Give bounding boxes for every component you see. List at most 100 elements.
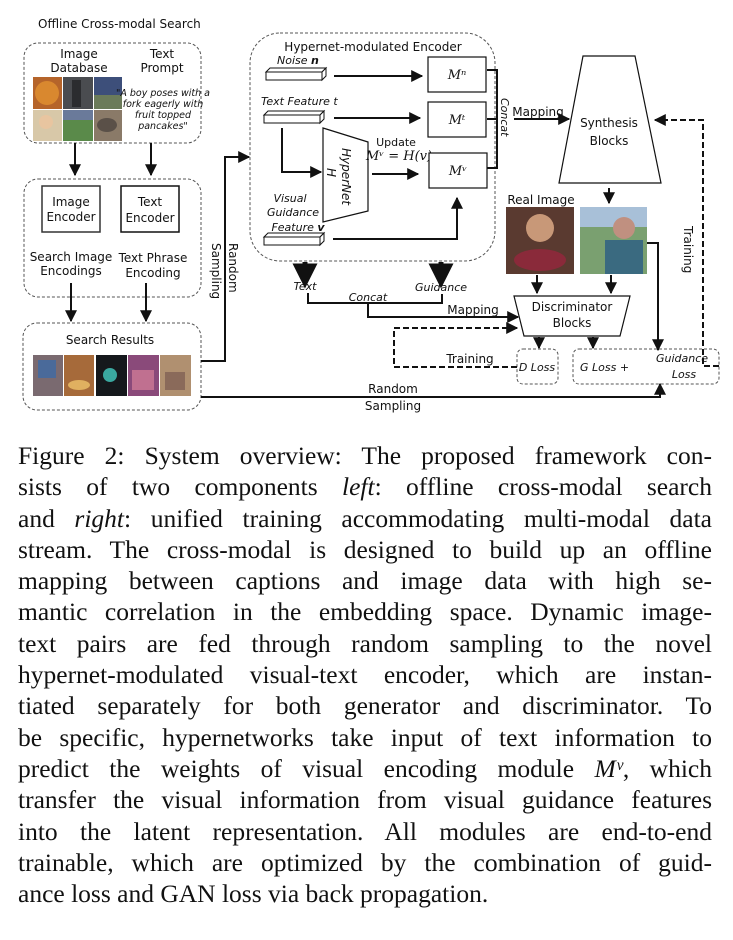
text-encoder-label-2: Encoder bbox=[125, 211, 174, 225]
synthesis-blocks bbox=[558, 55, 662, 184]
caption-line: text pairs are fed through random sampli… bbox=[18, 628, 712, 658]
guidance-loss-label: Guidance bbox=[656, 352, 708, 365]
db-thumb-child-portrait-detail bbox=[39, 115, 53, 129]
caption-line: and right: unified training accommodatin… bbox=[18, 503, 712, 533]
module-mv-label: Mᵛ bbox=[448, 164, 467, 179]
hypernet-var: H bbox=[324, 168, 338, 177]
visual-guidance-label-2: Guidance bbox=[267, 206, 319, 219]
module-mv bbox=[428, 152, 488, 189]
db-thumb-clock-tower-detail bbox=[72, 80, 81, 107]
input-group-box bbox=[23, 42, 202, 144]
visual-guidance-label-3: Feature v bbox=[271, 221, 325, 234]
search-results-box bbox=[22, 322, 202, 411]
text-phrase-encoding-label-2: Encoding bbox=[125, 266, 180, 280]
result-thumb-4-detail bbox=[132, 370, 154, 390]
visual-feature-vector-icon bbox=[262, 231, 326, 247]
g-loss-box bbox=[572, 348, 720, 385]
update-label: Update bbox=[376, 136, 416, 149]
module-mt bbox=[427, 101, 487, 138]
text-feature-vector-icon bbox=[262, 109, 326, 125]
text-prompt-line-2: fork eagerly with bbox=[123, 99, 203, 110]
d-loss-label: D Loss bbox=[519, 361, 556, 374]
caption-line: be specific, hypernetworks take input of… bbox=[18, 722, 712, 752]
caption-line: tiated separately for both generator and… bbox=[18, 691, 712, 721]
image-encoder-box bbox=[41, 185, 101, 233]
caption-line: sists of two components left: offline cr… bbox=[18, 472, 712, 502]
g-training-label: Training bbox=[681, 225, 695, 273]
discriminator-label-2: Blocks bbox=[553, 316, 592, 330]
text-encoder-label: Text bbox=[137, 195, 163, 209]
text-encoder-box bbox=[120, 185, 180, 233]
search-image-encodings-label-2: Encodings bbox=[40, 264, 102, 278]
hypernet-label: HyperNet bbox=[339, 148, 353, 206]
bottom-concat-label: Concat bbox=[349, 291, 388, 304]
caption-line: predict the weights of visual encoding m… bbox=[18, 753, 712, 783]
visual-feature-to-mv-arrow bbox=[333, 196, 463, 240]
concat-label: Concat bbox=[498, 98, 511, 137]
caption-line: ance loss and GAN loss via back propagat… bbox=[18, 879, 489, 909]
disc-mapping-label: Mapping bbox=[447, 303, 499, 317]
module-mn-label: Mⁿ bbox=[447, 68, 467, 83]
search-image-encodings-label: Search Image bbox=[30, 250, 113, 264]
caption-line: mantic correlation in the embedding spac… bbox=[18, 597, 712, 627]
text-prompt-line-4: pancakes" bbox=[137, 121, 188, 132]
text-prompt-line-3: fruit topped bbox=[135, 110, 192, 121]
guidance-output-label: Guidance bbox=[415, 281, 467, 294]
result-thumb-5-detail bbox=[165, 372, 185, 390]
image-database-grid bbox=[33, 77, 122, 141]
system-overview-diagram: Offline Cross-modal Search Image Databas… bbox=[22, 17, 720, 413]
db-thumb-elephant-detail bbox=[97, 118, 117, 132]
search-results-label: Search Results bbox=[66, 333, 154, 347]
figure-caption: Figure 2: System overview: The proposed … bbox=[18, 440, 712, 909]
caption-line: transfer the visual information from vis… bbox=[18, 785, 712, 815]
random-sampling-path-bottom bbox=[201, 382, 666, 398]
encoder-group-box bbox=[23, 178, 202, 298]
discriminator-blocks bbox=[513, 295, 631, 337]
random-sampling-bottom-label-2: Sampling bbox=[365, 399, 421, 413]
text-feature-to-hypernet-arrow bbox=[281, 128, 323, 178]
noise-vector-icon bbox=[264, 66, 328, 82]
caption-line: Figure 2: System overview: The proposed … bbox=[18, 441, 712, 470]
real-image-label: Real Image bbox=[507, 193, 574, 207]
bottom-concat-bracket bbox=[307, 293, 443, 304]
search-results-thumbnails bbox=[33, 355, 191, 396]
random-sampling-vertical-label: Random bbox=[226, 243, 240, 293]
caption-line: mapping between captions and image data … bbox=[18, 566, 712, 596]
fake-to-guidance-loss-arrow bbox=[647, 242, 664, 352]
guidance-loss-label-2: Loss bbox=[672, 368, 697, 381]
image-encoder-label: Image bbox=[52, 195, 90, 209]
caption-line: trainable, which are optimized by the co… bbox=[18, 847, 712, 877]
discriminator-label: Discriminator bbox=[532, 300, 613, 314]
result-thumb-2-detail bbox=[68, 380, 90, 390]
left-panel-title: Offline Cross-modal Search bbox=[38, 17, 201, 31]
db-thumb-pizza-detail bbox=[35, 81, 59, 105]
synthesis-label-2: Blocks bbox=[590, 134, 629, 148]
g-loss-label: G Loss + bbox=[580, 361, 629, 374]
generated-image-thumbnail bbox=[580, 207, 647, 274]
gen-mapping-label: Mapping bbox=[512, 105, 564, 119]
visual-guidance-label-1: Visual bbox=[273, 192, 306, 205]
text-prompt-label-2: Prompt bbox=[140, 61, 183, 75]
result-thumb-1-detail bbox=[38, 360, 56, 378]
caption-line: into the latent representation. All modu… bbox=[18, 816, 712, 846]
hypernet-block bbox=[322, 127, 369, 223]
random-sampling-path-up bbox=[201, 151, 251, 362]
text-output-label: Text bbox=[294, 280, 318, 293]
module-mn bbox=[427, 56, 487, 93]
db-thumb-soccer-field-sky bbox=[63, 110, 93, 120]
d-training-label: Training bbox=[445, 352, 493, 366]
g-training-path bbox=[653, 114, 719, 367]
caption-line: hypernet-modulated visual-text encoder, … bbox=[18, 660, 712, 690]
image-encoder-label-2: Encoder bbox=[46, 210, 95, 224]
noise-label: Noise n bbox=[277, 54, 319, 67]
db-thumb-baseball-crowd-detail bbox=[94, 95, 122, 109]
encoder-title: Hypernet-modulated Encoder bbox=[284, 40, 461, 54]
text-feature-label: Text Feature t bbox=[261, 95, 338, 108]
image-database-label-2: Database bbox=[50, 61, 107, 75]
text-phrase-encoding-label: Text Phrase bbox=[118, 251, 188, 265]
hypernet-encoder-box bbox=[249, 32, 496, 262]
update-formula: Mᵛ = H(v) bbox=[365, 149, 432, 164]
image-database-label: Image bbox=[60, 47, 98, 61]
module-mt-label: Mᵗ bbox=[448, 113, 466, 128]
concat-to-discriminator-arrow bbox=[367, 303, 520, 323]
